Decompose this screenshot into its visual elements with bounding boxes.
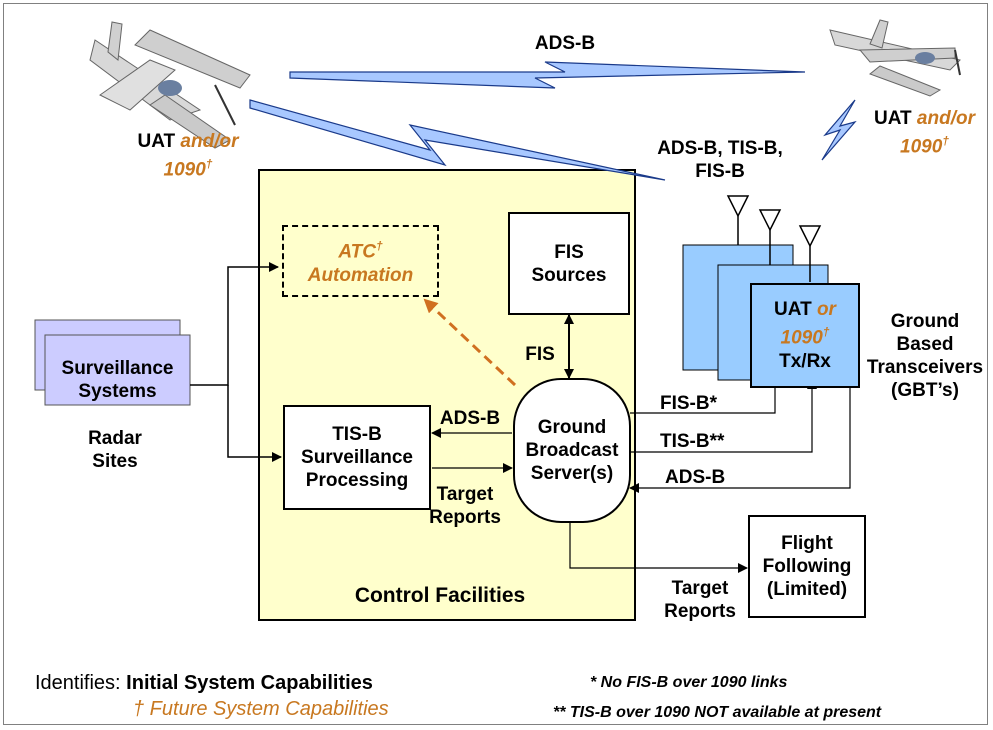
- uat-left-label: UAT and/or 1090†: [137, 131, 239, 181]
- airplane-icon: [829, 19, 961, 97]
- gbs-label-3: Server(s): [530, 463, 614, 484]
- lightning-bolt-icon: [249, 99, 666, 181]
- tisb-label: TIS-B**: [660, 431, 725, 452]
- control-facilities-label: Control Facilities: [354, 584, 526, 607]
- antenna-icon: [798, 225, 822, 282]
- note-tisb: ** TIS-B over 1090 NOT available at pres…: [553, 704, 882, 721]
- atc-automation-label: Automation: [307, 264, 414, 286]
- gbs-label-2: Broadcast: [525, 440, 619, 461]
- ground-broadcast-server: Ground Broadcast Server(s): [513, 378, 631, 523]
- gbt-transceiver-box: UAT or 1090† Tx/Rx: [750, 283, 860, 388]
- lightning-bolt-icon: [289, 61, 806, 89]
- adsb-ground-label: ADS-B: [665, 467, 726, 488]
- antenna-icon: [758, 209, 782, 265]
- adsb-air-label: ADS-B: [534, 33, 596, 54]
- flight-following-box: Flight Following (Limited): [748, 515, 866, 618]
- fis-arrow-label: FIS: [525, 344, 555, 365]
- atc-automation-box: ATC† Automation: [282, 225, 439, 297]
- legend-future: † Future System Capabilities: [133, 698, 389, 720]
- diagram-frame: [3, 3, 988, 725]
- lightning-bolt-icon: [821, 99, 857, 161]
- adsb-inner-label: ADS-B: [439, 408, 501, 429]
- ground-links-label: ADS-B, TIS-B, FIS-B: [657, 138, 783, 182]
- note-fisb: * No FIS-B over 1090 links: [590, 674, 788, 691]
- gbs-label-1: Ground: [537, 417, 607, 438]
- legend-initial: Identifies: Initial System Capabilities: [35, 672, 373, 694]
- fisb-label: FIS-B*: [660, 393, 717, 414]
- tisb-processing-box: TIS-B Surveillance Processing: [283, 405, 431, 510]
- uat-right-label: UAT and/or 1090†: [874, 108, 975, 158]
- fis-sources-box: FIS Sources: [508, 212, 630, 315]
- airplane-icon: [89, 21, 251, 149]
- antenna-icon: [726, 195, 750, 245]
